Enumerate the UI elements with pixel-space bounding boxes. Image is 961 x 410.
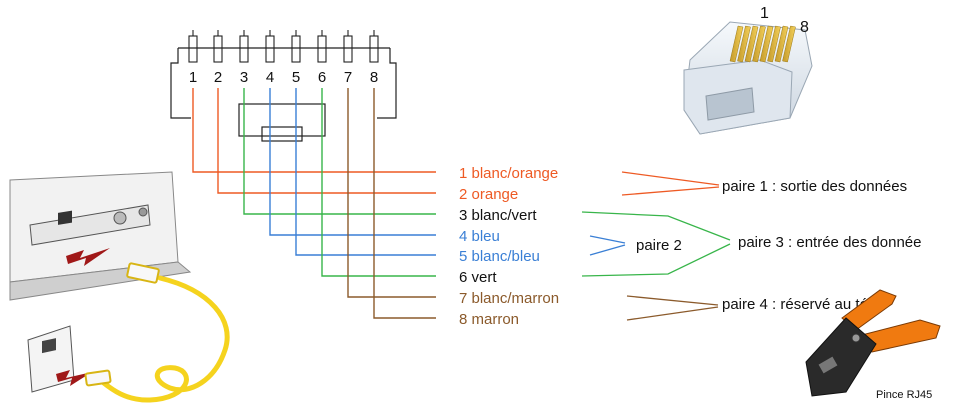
connector-outline xyxy=(170,48,397,119)
pair2-label: paire 2 xyxy=(636,237,682,254)
plug-contact-8 xyxy=(782,25,796,63)
pair3-line-a xyxy=(581,211,731,241)
pair2-line-a xyxy=(589,235,626,244)
crimping-tool-icon xyxy=(805,289,941,397)
connector-pin-6 xyxy=(317,35,327,63)
wire-paths xyxy=(192,88,436,319)
wire-5 xyxy=(295,88,436,256)
plug-pin-first-label: 1 xyxy=(760,5,769,22)
plug-opening xyxy=(705,87,755,121)
pair4-label: paire 4 : réservé au tél. xyxy=(722,296,875,313)
wire-label-3: 3 blanc/vert xyxy=(459,207,537,224)
cable-plug-bottom xyxy=(84,369,112,387)
wire-label-6: 6 vert xyxy=(459,269,497,286)
plug-contact-5 xyxy=(759,25,774,63)
pair3-line-b xyxy=(581,243,731,277)
connector-pins xyxy=(188,30,379,63)
pin-number-1: 1 xyxy=(189,69,197,86)
tool-head xyxy=(805,317,877,397)
plug-contact-1 xyxy=(729,25,744,63)
tool-jaw-slot xyxy=(818,356,838,374)
connector-pin-4 xyxy=(265,35,275,63)
plug-contact-3 xyxy=(744,25,759,63)
pin-number-6: 6 xyxy=(318,69,326,86)
connector-latch xyxy=(238,103,326,137)
pin-number-4: 4 xyxy=(266,69,274,86)
connector-latch-inner xyxy=(261,126,303,142)
connector-pin-2 xyxy=(213,35,223,63)
pair1-line-b xyxy=(621,186,720,196)
yellow-cable xyxy=(84,262,230,403)
pair3-label: paire 3 : entrée des donnée xyxy=(738,234,921,251)
wire-label-5: 5 blanc/bleu xyxy=(459,248,540,265)
pair-lines xyxy=(581,171,731,321)
pin-number-2: 2 xyxy=(214,69,222,86)
cable-path xyxy=(97,275,230,403)
pair1-line-a xyxy=(621,171,720,186)
plug-contact-4 xyxy=(752,25,766,63)
plug-pin-last-label: 8 xyxy=(800,19,809,36)
connector-pin-8 xyxy=(369,35,379,63)
wire-3 xyxy=(243,88,436,215)
pair4-line-a xyxy=(626,295,719,306)
wire-label-7: 7 blanc/marron xyxy=(459,290,559,307)
pin-number-5: 5 xyxy=(292,69,300,86)
pair4-line-b xyxy=(626,306,719,321)
cable-plug-top xyxy=(126,262,160,284)
connector-pin-7 xyxy=(343,35,353,63)
socket-port xyxy=(42,338,56,354)
wire-8 xyxy=(373,88,436,319)
card-screw xyxy=(138,207,148,217)
rj45-plug-icon: 1 8 xyxy=(683,5,813,135)
network-card-icon xyxy=(9,171,192,301)
tool-caption: Pince RJ45 xyxy=(876,389,932,401)
plug-contacts xyxy=(729,25,796,63)
connector-pin-3 xyxy=(239,35,249,63)
wire-label-1: 1 blanc/orange xyxy=(459,165,558,182)
pin-number-8: 8 xyxy=(370,69,378,86)
wire-4 xyxy=(269,88,436,236)
card-bnc xyxy=(113,211,127,225)
pair1-label: paire 1 : sortie des données xyxy=(722,178,907,195)
wire-label-8: 8 marron xyxy=(459,311,519,328)
connector-pin-5 xyxy=(291,35,301,63)
pair2-line-b xyxy=(589,244,626,256)
pin-number-3: 3 xyxy=(240,69,248,86)
card-arrow xyxy=(66,248,110,266)
wire-label-2: 2 orange xyxy=(459,186,518,203)
plug-contact-7 xyxy=(774,25,789,63)
wall-socket-icon xyxy=(27,325,92,393)
socket-plate xyxy=(27,325,75,393)
tool-pivot xyxy=(851,333,861,343)
wire-1 xyxy=(192,88,436,173)
wire-7 xyxy=(347,88,436,298)
card-port xyxy=(58,210,72,225)
wire-label-4: 4 bleu xyxy=(459,228,500,245)
plug-contact-2 xyxy=(737,25,751,63)
plug-contact-6 xyxy=(767,25,781,63)
connector-pin-1 xyxy=(188,35,198,63)
wire-6 xyxy=(321,88,436,277)
pin-number-7: 7 xyxy=(344,69,352,86)
wire-2 xyxy=(217,88,436,194)
socket-arrow xyxy=(56,370,92,386)
wire-label-list: 1 blanc/orange 2 orange 3 blanc/vert 4 bleu… xyxy=(459,165,559,328)
